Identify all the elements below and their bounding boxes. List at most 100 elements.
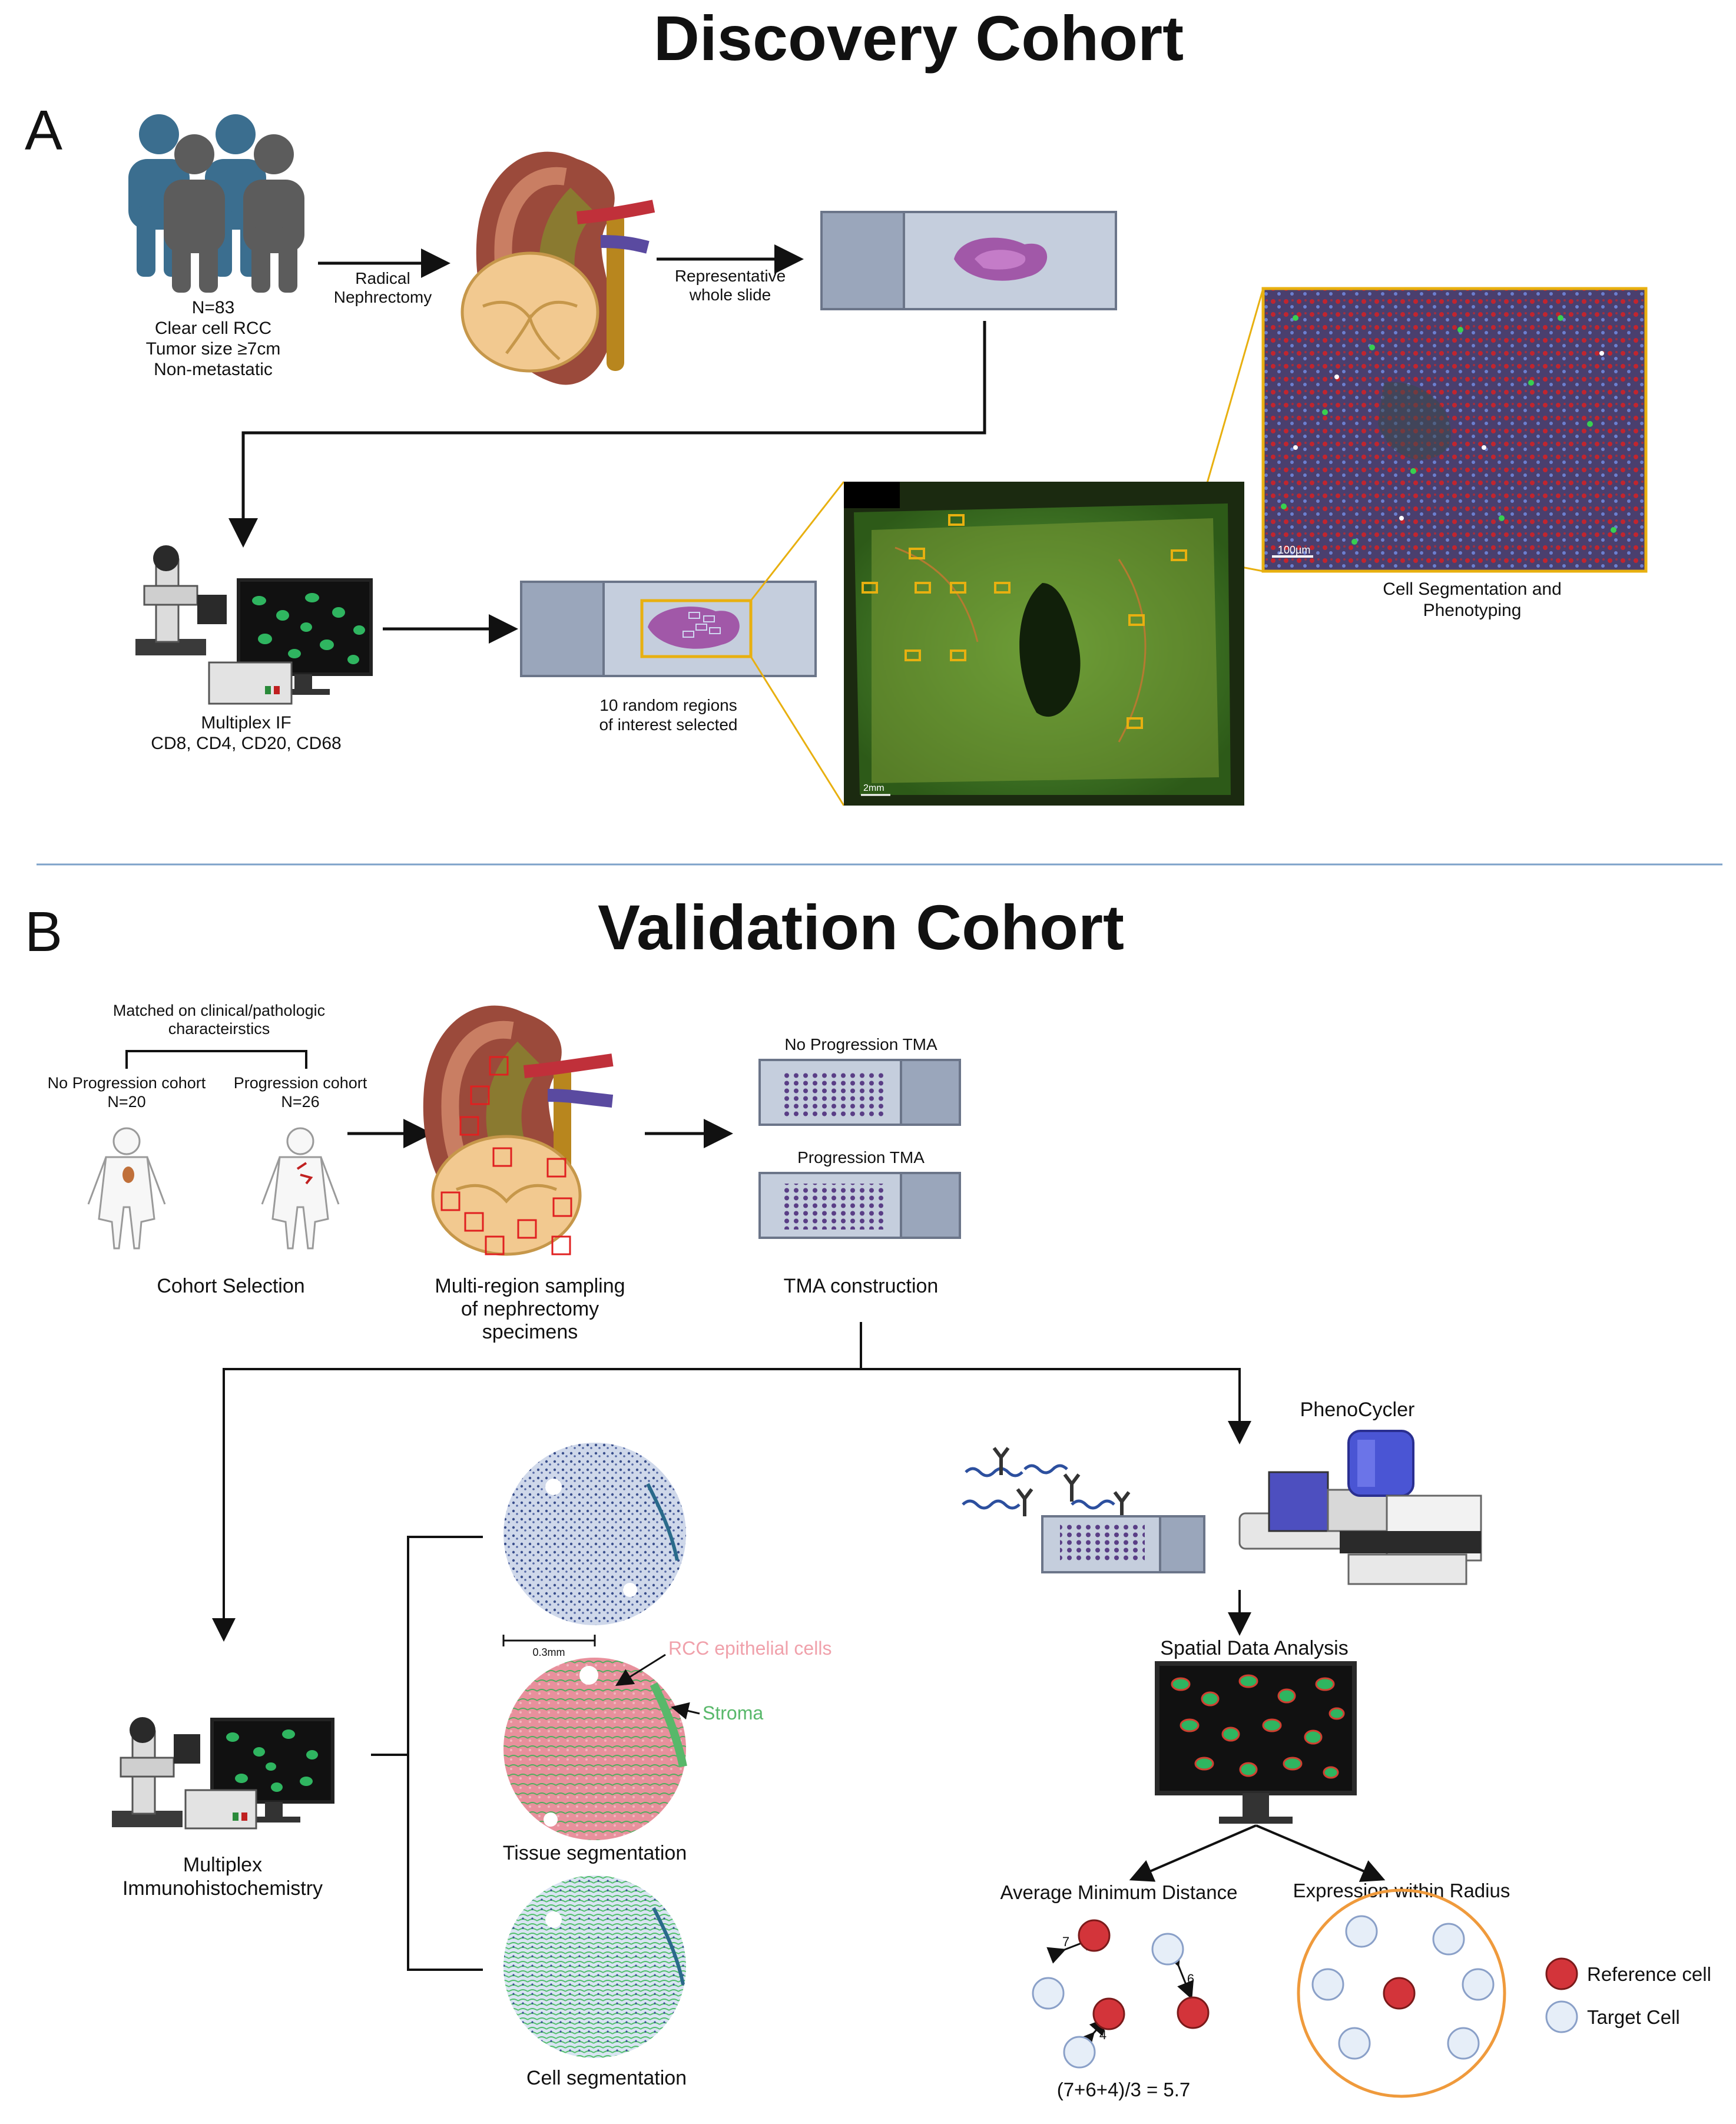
tissue-segmentation-core-image (503, 1658, 687, 1840)
tma-progression-label: Progression TMA (797, 1148, 925, 1167)
kidney-sampling-illustration (423, 1005, 614, 1256)
patient-group-icon (128, 114, 304, 293)
sampling-label-1: Multi-region sampling (435, 1275, 625, 1297)
reference-cell (1078, 1919, 1111, 1952)
sampling-label-2: of nephrectomy (461, 1298, 599, 1320)
cohort-description: N=83 Clear cell RCC Tumor size ≥7cm Non-… (146, 298, 281, 379)
target-cell (1338, 2027, 1371, 2060)
cell-segmentation-image: 100µm (1261, 287, 1648, 573)
antibody-dna-icons (962, 1447, 1131, 1519)
target-cell (1345, 1915, 1378, 1948)
tma-slide-progression (758, 1172, 961, 1239)
radical-label-1: Radical (355, 269, 410, 287)
tma-slide-phenocycler (1041, 1515, 1205, 1573)
matched-label-1: Matched on clinical/pathologic (113, 1002, 325, 1019)
microscope-monitor-icon (135, 545, 373, 705)
legend-reference-label: Reference cell (1587, 1963, 1711, 1985)
section-b-title: Validation Cohort (598, 892, 1124, 963)
distance-7: 7 (1062, 1934, 1069, 1949)
roi-slide-icon (520, 581, 817, 677)
rcc-pointer (615, 1654, 666, 1686)
legend-target-label: Target Cell (1587, 2006, 1680, 2028)
no-progression-n: N=20 (107, 1093, 145, 1111)
distance-formula: (7+6+4)/3 = 5.7 (1057, 2079, 1191, 2100)
whole-slide-icon (820, 211, 1117, 310)
scalebar-2mm: 2mm (863, 783, 884, 793)
cell-legend: Reference cell Target Cell (1545, 1957, 1711, 2033)
target-cell (1063, 2036, 1096, 2069)
tissue-segmentation-label: Tissue segmentation (503, 1842, 687, 1864)
min-distance-diagram (1032, 1919, 1210, 2069)
segmentation-label-1: Cell Segmentation and (1383, 579, 1562, 599)
cohort-line-1: N=83 (192, 298, 235, 317)
target-cell (1151, 1933, 1184, 1966)
legend-target-swatch (1545, 2000, 1578, 2033)
spatial-analysis-label: Spatial Data Analysis (1160, 1637, 1348, 1659)
matching-bracket (125, 1050, 307, 1069)
no-progression-cohort-label: No Progression cohort (48, 1074, 206, 1092)
phenocycler-label: PhenoCycler (1300, 1399, 1415, 1421)
reference-cell (1092, 1997, 1125, 2030)
cohort-line-4: Non-metastatic (154, 360, 273, 379)
distance-6: 6 (1187, 1971, 1194, 1986)
target-cell (1447, 2027, 1480, 2060)
arrow-to-expression (1255, 1824, 1386, 1882)
tma-slide-no-progression (758, 1059, 961, 1126)
arrow-to-avg-min (1129, 1824, 1257, 1882)
stroma-label: Stroma (703, 1702, 763, 1724)
core-scalebar-label: 0.3mm (532, 1646, 565, 1658)
roi-highlight-box (640, 599, 753, 658)
distance-4: 4 (1099, 2027, 1106, 2042)
radius-circle (1297, 1888, 1506, 2098)
tumor-marker-progression (296, 1162, 313, 1185)
body-outline-icon-progression (261, 1127, 340, 1250)
core-bracket-vertical (407, 1536, 483, 1971)
representative-label-2: whole slide (689, 286, 771, 304)
reference-cell (1177, 1996, 1210, 2029)
mihc-label-2: Immunohistochemistry (122, 1877, 323, 1900)
tma-construction-label: TMA construction (784, 1275, 939, 1297)
segmentation-label-2: Phenotyping (1423, 601, 1522, 620)
target-cell (1432, 1923, 1465, 1956)
matched-label-2: characteirstics (168, 1020, 270, 1038)
multiplex-if-label-1: Multiplex IF (201, 713, 291, 733)
legend-reference-swatch (1545, 1957, 1578, 1990)
reference-cell (1383, 1977, 1416, 2010)
analysis-monitor-icon (1155, 1661, 1357, 1824)
radius-diagram (1297, 1888, 1506, 2098)
avg-min-distance-label: Average Minimum Distance (1000, 1881, 1238, 1903)
target-cell (1032, 1977, 1065, 2010)
progression-cohort-label: Progression cohort (234, 1074, 367, 1092)
progression-n: N=26 (281, 1093, 319, 1111)
panel-letter-b: B (25, 900, 62, 963)
regions-label-2: of interest selected (599, 715, 737, 734)
multiplex-if-label-2: CD8, CD4, CD20, CD68 (151, 734, 341, 753)
regions-label-1: 10 random regions (599, 696, 737, 714)
connector-to-mihc (212, 1368, 861, 1642)
stroma-pointer (671, 1702, 700, 1720)
panel-letter-a: A (25, 99, 62, 162)
phenocycler-instrument-icon (1238, 1430, 1482, 1585)
tumor-marker-no-progression (122, 1167, 134, 1183)
whole-slide-image: 2mm (844, 482, 1244, 806)
scalebar-100um: 100µm (1278, 544, 1310, 556)
mihc-label-1: Multiplex (183, 1854, 262, 1876)
body-outline-icon-no-progression (87, 1127, 166, 1250)
target-cell (1311, 1968, 1344, 2001)
tma-no-progression-label: No Progression TMA (784, 1035, 937, 1053)
cell-segmentation-core-image (503, 1876, 686, 2058)
representative-label-1: Representative (675, 267, 786, 285)
target-cell (1462, 1968, 1495, 2001)
kidney-illustration (460, 151, 655, 385)
rcc-epithelial-label: RCC epithelial cells (668, 1638, 831, 1659)
connector-to-phenocycler (861, 1368, 1251, 1444)
cohort-selection-label: Cohort Selection (157, 1275, 304, 1297)
cohort-line-2: Clear cell RCC (155, 319, 271, 338)
section-a-title: Discovery Cohort (654, 2, 1184, 74)
he-core-image (503, 1443, 686, 1625)
cell-segmentation-label: Cell segmentation (526, 2067, 687, 2089)
sampling-label-3: specimens (482, 1321, 578, 1343)
radical-label-2: Nephrectomy (334, 288, 432, 306)
connector-slide-to-if (228, 321, 986, 548)
